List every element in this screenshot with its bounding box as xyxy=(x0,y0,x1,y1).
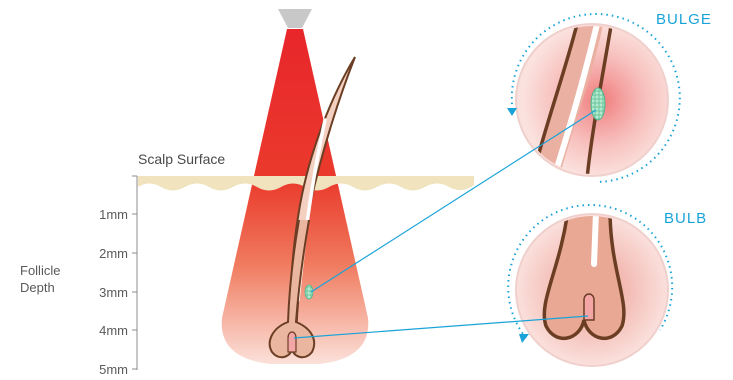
scalp-surface-label: Scalp Surface xyxy=(138,151,225,167)
follicle-depth-line2: Depth xyxy=(20,279,60,296)
follicle-depth-line1: Follicle xyxy=(20,262,60,279)
bulb-zoom xyxy=(508,205,672,366)
depth-axis xyxy=(132,176,137,370)
depth-tick-4mm: 4mm xyxy=(92,323,128,338)
follicle-depth-label: Follicle Depth xyxy=(20,262,60,296)
bulge-zoom xyxy=(507,14,680,190)
bulb-label: BULB xyxy=(664,210,707,227)
depth-tick-1mm: 1mm xyxy=(92,207,128,222)
rotate-arrow-icon xyxy=(507,108,517,116)
depth-tick-2mm: 2mm xyxy=(92,246,128,261)
rotate-arrow-icon xyxy=(519,334,529,343)
papilla xyxy=(288,332,296,352)
bulge-label: BULGE xyxy=(656,11,712,28)
lamp-icon xyxy=(278,9,312,28)
depth-tick-3mm: 3mm xyxy=(92,285,128,300)
